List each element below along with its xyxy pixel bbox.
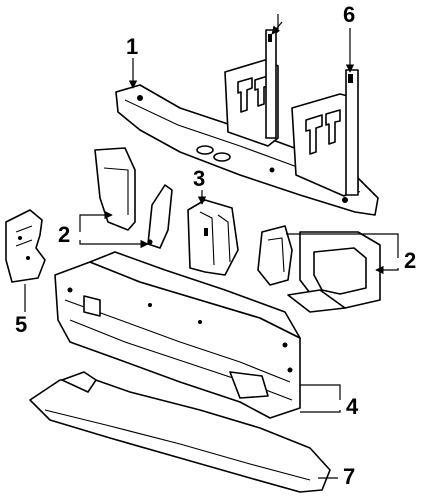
part-6-right-bracket <box>291 69 359 197</box>
callout-3: 3 <box>193 166 205 191</box>
callout-4: 4 <box>346 394 359 419</box>
part-3-center-bracket <box>187 199 239 276</box>
leader-lines <box>24 14 399 479</box>
part-5-side-plate <box>5 209 46 283</box>
part-4-lower-support <box>54 251 301 419</box>
part-2-left-lower-bracket <box>147 184 173 249</box>
callout-7: 7 <box>343 464 355 489</box>
callout-2-right: 2 <box>404 248 416 273</box>
callout-1: 1 <box>126 34 138 59</box>
callout-2-left: 2 <box>58 222 70 247</box>
callout-6: 6 <box>343 2 355 27</box>
part-2-left-upper-bracket <box>94 147 136 231</box>
callout-5: 5 <box>15 312 27 337</box>
part-2-right-panel <box>287 231 381 313</box>
part-6-left-bracket <box>224 29 279 147</box>
part-2-right-small-bracket <box>257 225 293 286</box>
part-7-air-deflector <box>29 371 331 493</box>
